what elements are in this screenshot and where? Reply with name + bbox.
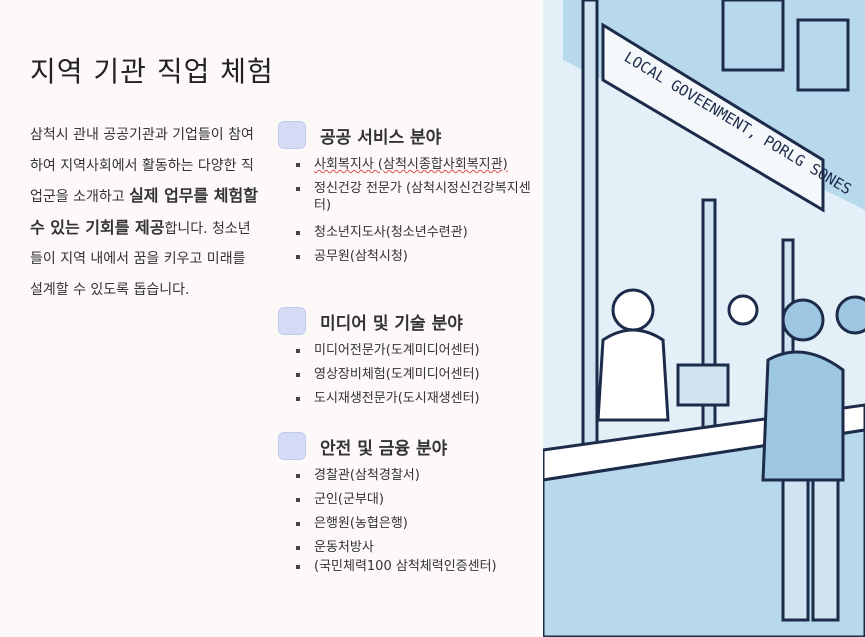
intro-part1: 삼척시 관내 공공기관과 기업들이 참여하여 지역사회에서 활동하는 다양한 직… — [30, 127, 254, 205]
section-marker — [278, 307, 306, 335]
section-safety-finance: 안전 및 금융 분야 경찰관(삼척경찰서) 군인(군부대) 은행원(농협은행) … — [278, 431, 538, 582]
item-text: 정신건강 전문가 (삼척시정신건강복지센터) — [314, 181, 531, 213]
item-text: 미디어전문가(도계미디어센터) — [314, 343, 480, 358]
list-item: 사회복지사 (삼척시종합사회복지관) — [278, 156, 538, 173]
item-text: 사회복지사 (삼척시종합사회복지관) — [314, 157, 508, 172]
section-media-tech: 미디어 및 기술 분야 미디어전문가(도계미디어센터) 영상장비체험(도계미디어… — [278, 306, 538, 414]
item-text: 운동처방사 — [314, 540, 374, 555]
page-title: 지역 기관 직업 체험 — [30, 55, 274, 88]
item-text: (국민체력100 삼척체력인증센터) — [314, 559, 497, 574]
intro-bold: 실제 업무를 체험할 수 있는 기회를 제공 — [30, 186, 258, 237]
section-marker — [278, 121, 306, 149]
booth-illustration: LOCAL GOVEENMENT, PORLG SONES — [543, 0, 865, 637]
intro-text: 삼척시 관내 공공기관과 기업들이 참여하여 지역사회에서 활동하는 다양한 직… — [30, 120, 260, 305]
list-item: 운동처방사 — [278, 539, 538, 556]
item-text: 공무원(삼척시청) — [314, 249, 408, 264]
list-item: 공무원(삼척시청) — [278, 248, 538, 265]
section-public-service: 공공 서비스 분야 사회복지사 (삼척시종합사회복지관) 정신건강 전문가 (삼… — [278, 120, 538, 272]
list-item: 영상장비체험(도계미디어센터) — [278, 366, 538, 383]
item-text: 군인(군부대) — [314, 492, 384, 507]
list-item: 청소년지도사(청소년수련관) — [278, 224, 538, 241]
list-item: 은행원(농협은행) — [278, 515, 538, 532]
list-item: (국민체력100 삼척체력인증센터) — [278, 558, 538, 575]
section-title: 공공 서비스 분야 — [320, 127, 442, 148]
item-text: 청소년지도사(청소년수련관) — [314, 225, 468, 240]
intro-part2: 합니다. 청소년들이 지역 내에서 꿈을 키우고 미래를 설계할 수 있도록 돕… — [30, 220, 251, 298]
item-text: 영상장비체험(도계미디어센터) — [314, 367, 480, 382]
list-item: 도시재생전문가(도시재생센터) — [278, 390, 538, 407]
section-title: 안전 및 금융 분야 — [320, 438, 448, 459]
section-title: 미디어 및 기술 분야 — [320, 313, 463, 334]
list-item: 정신건강 전문가 (삼척시정신건강복지센터) — [278, 180, 538, 214]
item-text: 은행원(농협은행) — [314, 516, 408, 531]
item-text: 경찰관(삼척경찰서) — [314, 468, 420, 483]
section-marker — [278, 432, 306, 460]
item-text: 도시재생전문가(도시재생센터) — [314, 391, 480, 406]
list-item: 군인(군부대) — [278, 491, 538, 508]
list-item: 미디어전문가(도계미디어센터) — [278, 342, 538, 359]
list-item: 경찰관(삼척경찰서) — [278, 467, 538, 484]
